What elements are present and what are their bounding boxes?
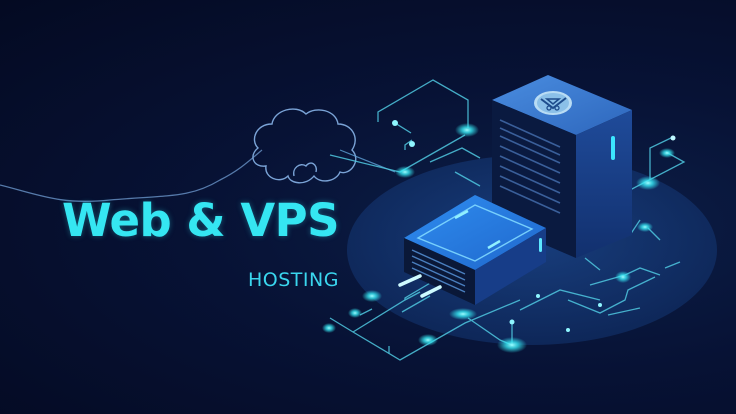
banner-subtitle: HOSTING — [248, 269, 339, 291]
cloud-outline-icon — [252, 108, 357, 184]
banner-title: Web & VPS — [62, 194, 340, 247]
connection-wave — [0, 149, 263, 202]
shield-badge-icon — [534, 91, 572, 115]
server-unit-icon — [398, 195, 546, 305]
circuit-nodes — [322, 120, 676, 353]
